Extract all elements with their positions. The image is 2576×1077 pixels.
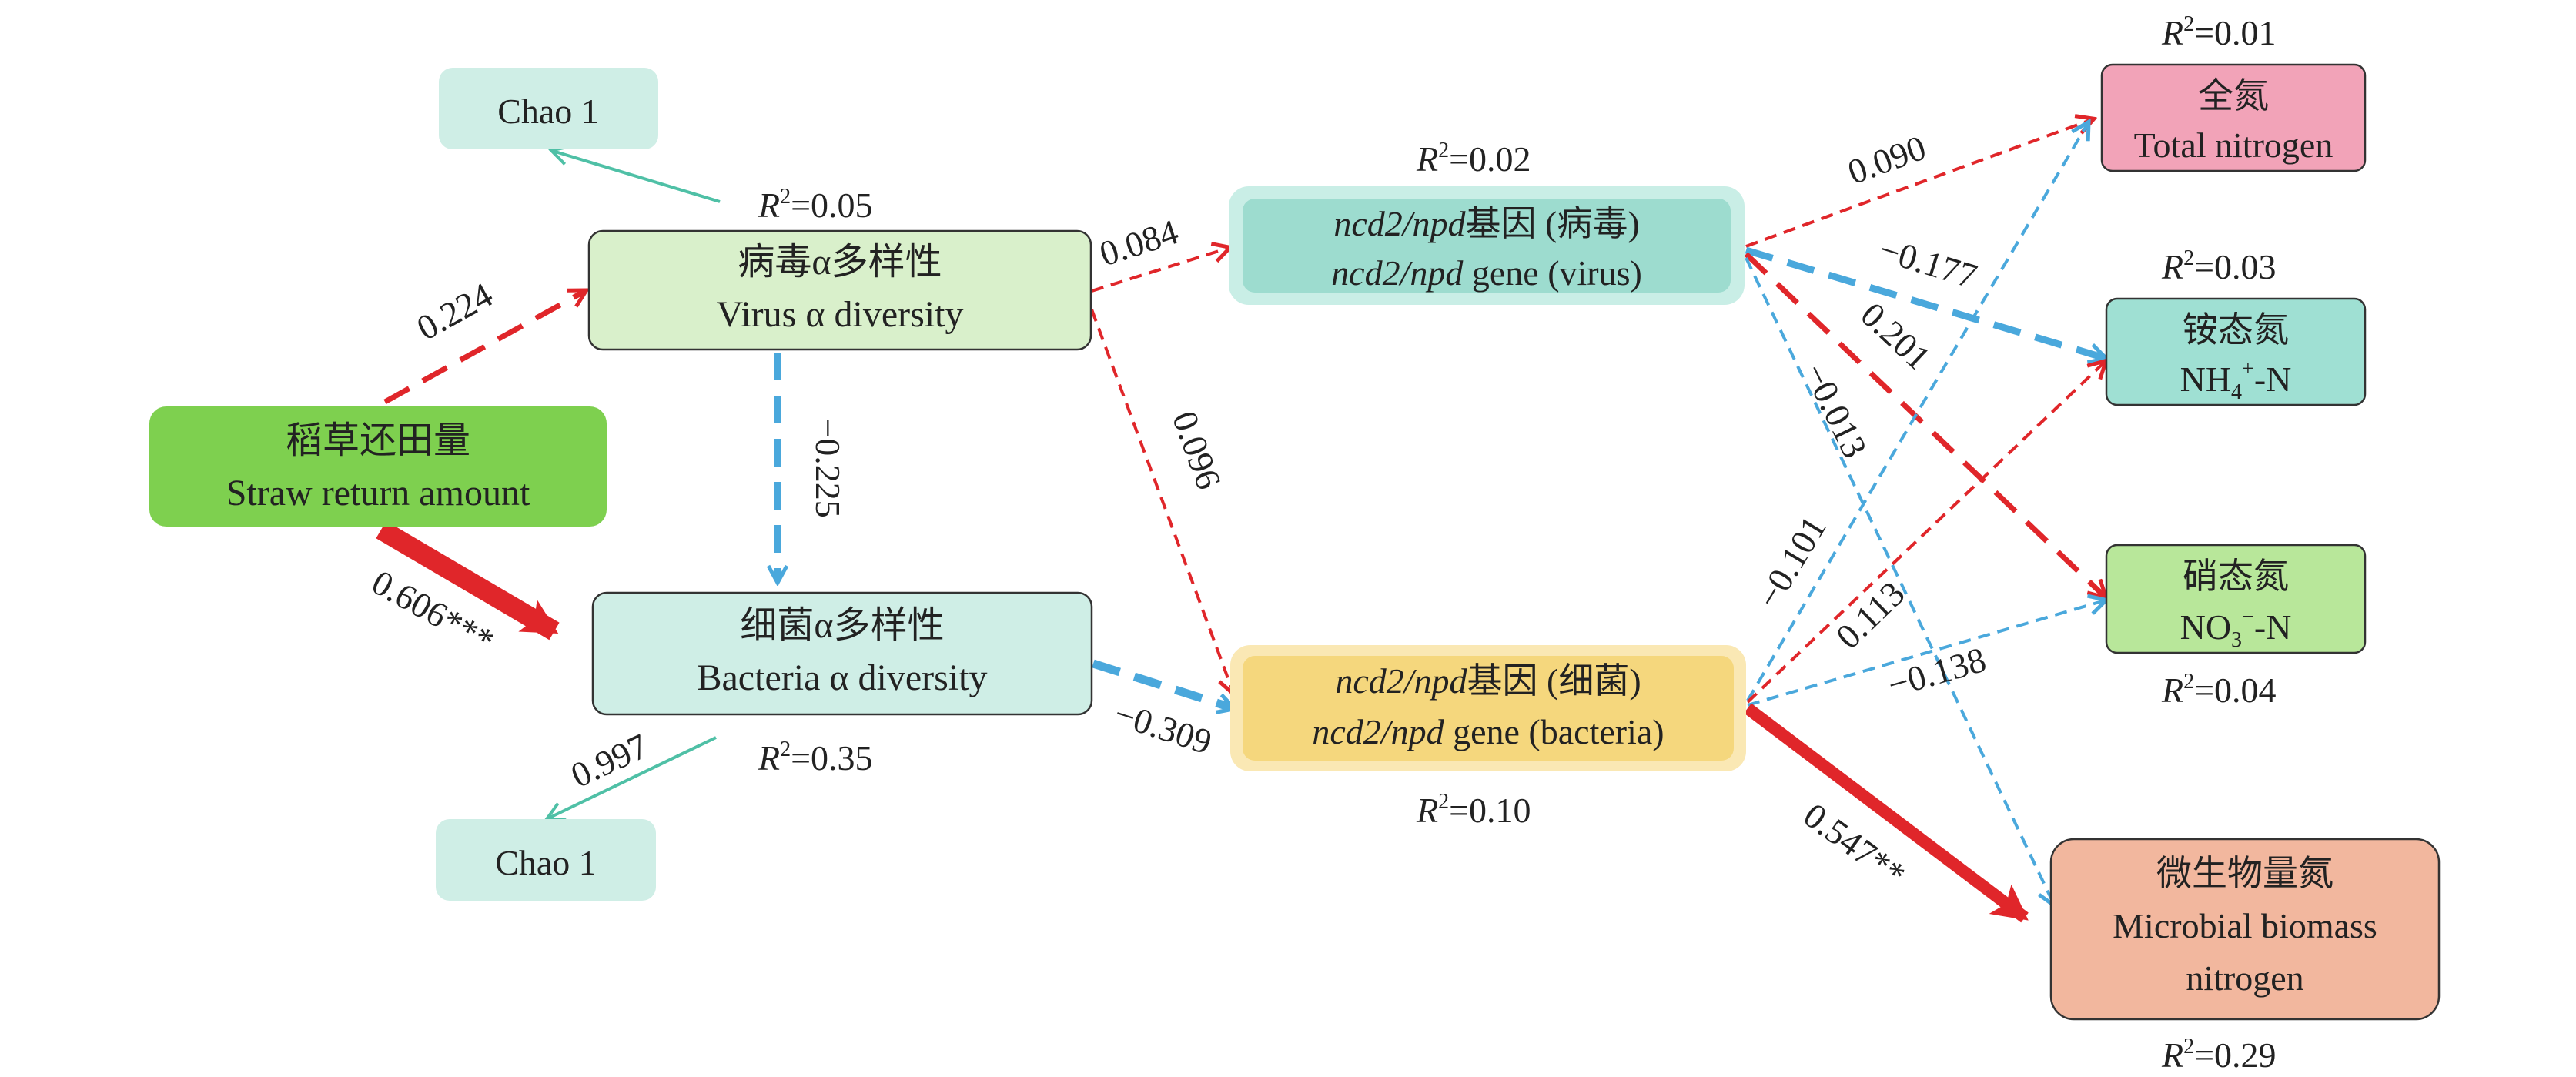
- no3-r2: R2=0.04: [2161, 670, 2277, 710]
- straw-label-cn: 稻草还田量: [286, 420, 470, 461]
- edge-bact-chao: [548, 736, 717, 818]
- straw-node: 稻草还田量 Straw return amount: [149, 406, 607, 527]
- coef-virus-ncdb: 0.096: [1165, 406, 1229, 494]
- ncd-virus-r2: R2=0.02: [1416, 139, 1531, 179]
- coef-ncdv-nh4: −0.177: [1875, 229, 1982, 296]
- chao-bottom-label: Chao 1: [495, 843, 597, 882]
- coef-ncdb-mbn: 0.547**: [1797, 795, 1913, 895]
- nh4-node: 铵态氮 NH4+-N: [2105, 297, 2367, 406]
- mbn-r2: R2=0.29: [2161, 1035, 2277, 1075]
- edge-virus-ncdv: [1091, 248, 1229, 293]
- mbn-label-en-1: Microbial biomass: [2113, 906, 2377, 945]
- ncd-bact-label-en: ncd2/npd gene (bacteria): [1312, 712, 1664, 751]
- edge-straw-bact: [376, 520, 560, 641]
- edge-straw-virus: [383, 291, 585, 405]
- edge-ncdv-nh4: [1745, 246, 2105, 358]
- mbn-label-cn: 微生物量氮: [2156, 854, 2333, 893]
- mbn-label-en-2: nitrogen: [2186, 958, 2303, 998]
- tn-label-cn: 全氮: [2198, 76, 2269, 115]
- coef-bact-chao: 0.997: [565, 726, 654, 795]
- ncd-bact-r2: R2=0.10: [1416, 790, 1531, 830]
- no3-label-formula: NO3−-N: [2180, 605, 2292, 652]
- virus-alpha-r2: R2=0.05: [758, 185, 873, 225]
- edge-virus-chao: [553, 151, 721, 203]
- bact-alpha-node: 细菌α多样性 Bacteria α diversity: [591, 591, 1093, 716]
- virus-alpha-label-cn: 病毒α多样性: [738, 242, 942, 283]
- coef-virus-ncdv: 0.084: [1095, 212, 1183, 273]
- straw-label-en: Straw return amount: [226, 473, 530, 513]
- bact-alpha-label-cn: 细菌α多样性: [740, 605, 944, 646]
- ncd-virus-node: ncd2/npd基因 (病毒) ncd2/npd gene (virus): [1229, 186, 1745, 305]
- coef-ncdb-no3: −0.138: [1883, 640, 1989, 705]
- edge-ncdv-no3: [1744, 252, 2105, 597]
- edge-bact-ncdb: [1092, 659, 1233, 708]
- no3-label-cn: 硝态氮: [2183, 557, 2289, 596]
- tn-label-en: Total nitrogen: [2134, 125, 2333, 165]
- bact-alpha-label-en: Bacteria α diversity: [697, 657, 987, 698]
- ncd-bact-label-cn: ncd2/npd基因 (细菌): [1335, 661, 1641, 701]
- coef-straw-virus: 0.224: [410, 275, 499, 348]
- edge-ncdb-nh4: [1746, 362, 2105, 704]
- tn-node: 全氮 Total nitrogen: [2100, 63, 2367, 172]
- nh4-label-formula: NH4+-N: [2180, 357, 2292, 404]
- coef-ncdb-tn: −0.101: [1749, 509, 1834, 614]
- nh4-label-cn: 铵态氮: [2183, 310, 2289, 350]
- coef-ncdv-mbn: −0.013: [1796, 357, 1875, 464]
- virus-alpha-node: 病毒α多样性 Virus α diversity: [587, 229, 1092, 351]
- chao-bottom-node: Chao 1: [436, 819, 656, 901]
- edge-ncdb-no3: [1747, 600, 2105, 707]
- ncd-virus-label-en: ncd2/npd gene (virus): [1331, 253, 1642, 293]
- no3-node: 硝态氮 NO3−-N: [2105, 544, 2367, 654]
- nh4-r2: R2=0.03: [2161, 246, 2277, 286]
- bact-alpha-r2: R2=0.35: [758, 738, 873, 778]
- coef-bact-ncdb: −0.309: [1109, 694, 1216, 762]
- edge-ncdb-tn: [1746, 123, 2088, 702]
- tn-r2: R2=0.01: [2161, 12, 2277, 52]
- chao-top-label: Chao 1: [497, 92, 599, 131]
- edge-ncdv-tn: [1745, 119, 2093, 248]
- virus-alpha-label-en: Virus α diversity: [717, 294, 964, 335]
- mbn-node: 微生物量氮 Microbial biomass nitrogen: [2049, 838, 2441, 1021]
- ncd-virus-label-cn: ncd2/npd基因 (病毒): [1333, 204, 1639, 243]
- edge-ncdb-mbn: [1744, 703, 2029, 923]
- edge-virus-ncdb: [1090, 309, 1233, 693]
- chao-top-node: Chao 1: [439, 68, 658, 149]
- coef-virus-bact: −0.225: [808, 418, 848, 517]
- ncd-bact-node: ncd2/npd基因 (细菌) ncd2/npd gene (bacteria): [1230, 645, 1746, 771]
